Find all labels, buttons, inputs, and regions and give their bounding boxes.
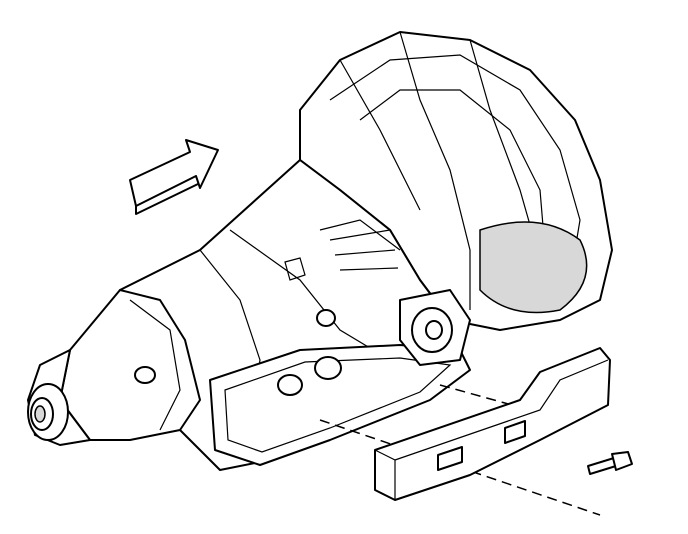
extension-housing [27,289,201,446]
support-bracket [374,347,611,501]
transmission-mount [399,289,471,366]
direction-arrow-icon [129,139,219,215]
bolt-icon [587,451,633,475]
oil-pan [209,344,471,466]
